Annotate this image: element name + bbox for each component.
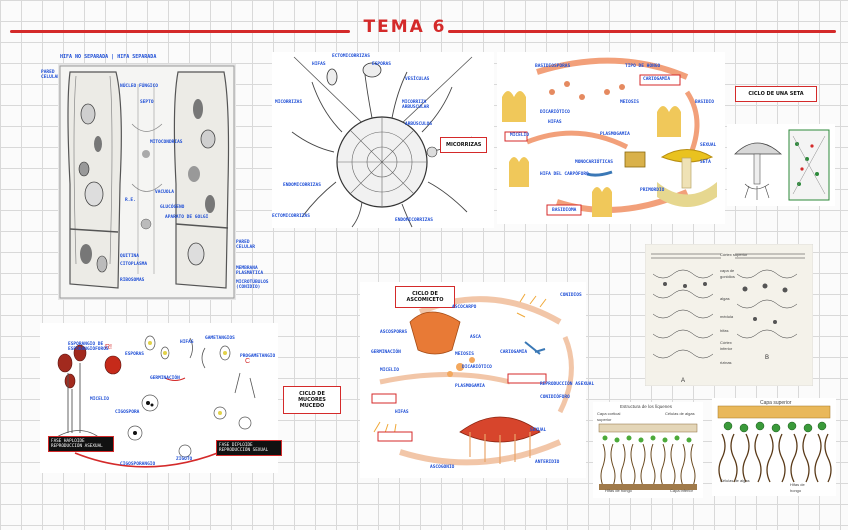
liquen-top-label: médula bbox=[720, 314, 733, 320]
micorrizas-label: ECTOMICORRIZAS bbox=[272, 214, 310, 219]
ascomiceto-label: CARIOGAMIA bbox=[500, 350, 527, 355]
ascomiceto-label: CONIDIÓFORO bbox=[540, 395, 570, 400]
hifa-label: VACUOLA bbox=[155, 190, 174, 195]
mucor-label: GERMINACIÓN bbox=[150, 376, 180, 381]
hifa-header: HIFA NO SEPARADA | HIFA SEPARADA bbox=[60, 55, 156, 60]
liquen-br-label: Hifas de hongo bbox=[790, 482, 814, 494]
micorrizas-label: MICORRIZAS bbox=[275, 100, 305, 105]
seta-label: CARIOGAMIA bbox=[643, 77, 670, 82]
ascomiceto-label: ASCOGONIO bbox=[430, 465, 454, 470]
mucor-diploid-box: FASE DIPLOIDE REPRODUCCIÓN SEXUAL bbox=[216, 440, 282, 456]
seta-label: SEXUAL bbox=[700, 143, 716, 148]
ascomiceto-label: ASCOCARPO bbox=[452, 305, 476, 310]
ascomiceto-label: ASCOSPORAS bbox=[380, 330, 407, 335]
micorrizas-label: ARBÚSCULOS bbox=[405, 122, 432, 127]
seta-box: CICLO DE UNA SETA bbox=[735, 86, 817, 102]
hifa-label: RIBOSOMAS bbox=[120, 278, 144, 283]
ascomiceto-label: GERMINACIÓN bbox=[371, 350, 401, 355]
ascomiceto-label: MICELIO bbox=[380, 368, 399, 373]
micorrizas-label: ENDOMICORRIZAS bbox=[283, 183, 313, 188]
mucor-label: GAMETANGIOS bbox=[205, 336, 235, 341]
seta-label: MICELIO bbox=[510, 133, 529, 138]
mucor-label: HIFAS bbox=[180, 340, 194, 345]
mucor-label: CIGOSPORA bbox=[115, 410, 139, 415]
seta-cycle-illustration bbox=[497, 52, 725, 224]
micorrizas-label: ENDOMICORRIZAS bbox=[395, 218, 433, 223]
liquen-top-label: hifas bbox=[720, 328, 728, 334]
hifa-label: R.E. bbox=[125, 198, 136, 203]
ascomiceto-label: HIFAS bbox=[395, 410, 409, 415]
ascomiceto-label: PLASMOGAMIA bbox=[455, 384, 485, 389]
hifa-label: APARATO DE GOLGI bbox=[165, 215, 208, 220]
micorrizas-box: MICORRIZAS bbox=[440, 137, 487, 153]
mucor-box: CICLO DE MUCORES MUCEDO bbox=[283, 386, 341, 414]
liquen-top-label: rizinas bbox=[720, 360, 732, 366]
hifa-label: MICROTÚBULOS (CONIDIO) bbox=[236, 280, 284, 290]
mucor-label: PROGAMETANGIO bbox=[240, 354, 275, 359]
liquen-bl-label: Capa cortical superior bbox=[597, 411, 627, 423]
liquen-bl-label: Capa inferior bbox=[670, 488, 693, 494]
mucor-label: ESPORANGIO DE ESPORANGIÓFOROS bbox=[68, 342, 128, 352]
hifa-label: GLUCÓGENO bbox=[160, 205, 184, 210]
hifa-label: QUITINA bbox=[120, 254, 139, 259]
ascomiceto-label: ANTERIDIO bbox=[535, 460, 559, 465]
hifa-label: CITOPLASMA bbox=[120, 262, 147, 267]
seta-label: MEIOSIS bbox=[620, 100, 639, 105]
liquen-top-label: algas bbox=[720, 296, 730, 302]
liquen-fig-b: B bbox=[765, 355, 769, 361]
seta-label: PLASMOGAMIA bbox=[600, 132, 630, 137]
ascomiceto-label: CONIDIOS bbox=[560, 293, 582, 298]
hifa-label: NÚCLEO FÚNGICO bbox=[120, 84, 158, 89]
ascomiceto-label: MEIOSIS bbox=[455, 352, 474, 357]
liquen-br-label: Células de algas bbox=[720, 478, 750, 484]
micorrizas-label: HIFAS bbox=[312, 62, 326, 67]
liquen-bl-label: Células de algas bbox=[665, 411, 695, 417]
ascomiceto-cycle-illustration bbox=[360, 282, 586, 478]
hifa-label: MITOCONDRIAS bbox=[150, 140, 183, 145]
seta-label: BASIDIO bbox=[695, 100, 714, 105]
ascomiceto-label: SEXUAL bbox=[530, 428, 546, 433]
ascomiceto-box: CICLO DE ASCOMICETO bbox=[395, 286, 455, 308]
seta-label: BASIDIOSPORAS bbox=[535, 64, 570, 69]
liquen-top-label: Córtex superior bbox=[720, 252, 747, 258]
seta-label: HIFAS bbox=[548, 120, 562, 125]
hifa-label: SEPTO bbox=[140, 100, 154, 105]
seta-label: BASIDIOMA bbox=[552, 208, 576, 213]
hifa-label: PARED CELULAR bbox=[236, 240, 266, 250]
liquen-br-label: Capa superior bbox=[760, 400, 791, 406]
mucor-label: CIGOSPORANGIO bbox=[120, 462, 155, 467]
seta-label: HIFA DEL CARPÓFORO bbox=[540, 172, 589, 177]
micorrizas-label: VESÍCULAS bbox=[405, 77, 429, 82]
liquen-bl-label: Hifas de hongo bbox=[605, 488, 632, 494]
svg-text:C: C bbox=[245, 358, 250, 365]
seta-anatomy-illustration bbox=[727, 124, 835, 206]
ascomiceto-label: ASCA bbox=[470, 335, 481, 340]
micorrizas-label: MICORRIZA ARBUSCULAR bbox=[402, 100, 442, 110]
seta-label: PRIMORDIO bbox=[640, 188, 664, 193]
seta-label: TIPO DE HONGO bbox=[625, 64, 660, 69]
ascomiceto-label: REPRODUCCIÓN ASEXUAL bbox=[540, 382, 600, 387]
mucor-label: MICELIO bbox=[90, 397, 109, 402]
micorrizas-label: ESPORAS bbox=[372, 62, 391, 67]
mucor-label: ZIGOTO bbox=[176, 457, 192, 462]
page-title: TEMA 6 bbox=[360, 17, 450, 37]
hifa-label: MEMBRANA PLASMÁTICA bbox=[236, 266, 286, 276]
seta-label: SETA bbox=[700, 160, 711, 165]
micorrizas-label: ECTOMICORRIZAS bbox=[332, 54, 370, 59]
seta-label: MONOCARIÓTICAS bbox=[575, 160, 613, 165]
seta-label: DICARIÓTICO bbox=[540, 110, 570, 115]
ascomiceto-label: DICARIÓTICO bbox=[462, 365, 492, 370]
mucor-label: ESPORAS bbox=[125, 352, 144, 357]
mucor-haploid-box: FASE HAPLOIDE REPRODUCCIÓN ASEXUAL bbox=[48, 436, 114, 452]
liquen-top-label: Córtex inferior bbox=[720, 340, 742, 352]
liquen-top-label: capa de gonidios bbox=[720, 268, 742, 280]
liquen-fig-a: A bbox=[681, 378, 685, 384]
title-line-left bbox=[10, 30, 350, 33]
title-line-right bbox=[448, 30, 836, 33]
liquen-bl-title: Estructura de los líquenes bbox=[620, 404, 672, 410]
